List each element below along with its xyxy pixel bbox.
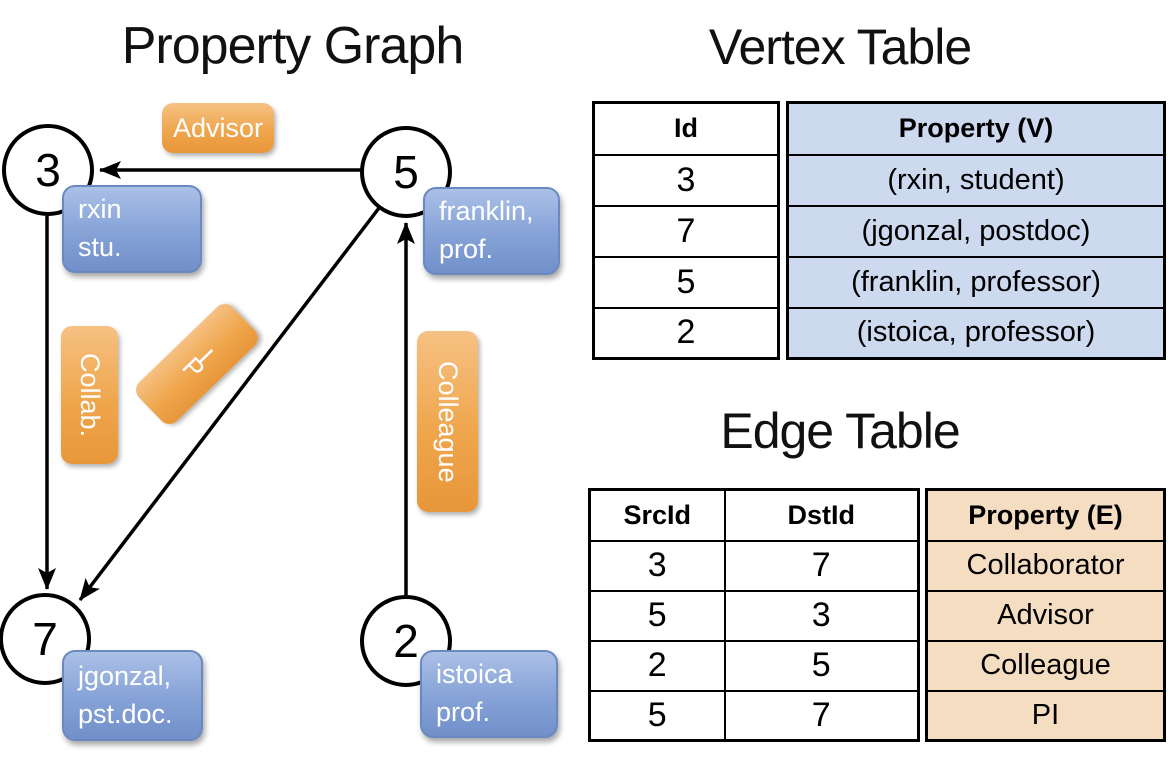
vertex-box-line: istoica	[436, 659, 513, 690]
vertex-table-property-column: Property (V) (rxin, student) (jgonzal, p…	[786, 101, 1166, 360]
table-row: Collaborator	[925, 539, 1166, 592]
edge-table-property-column: Property (E) Collaborator Advisor Collea…	[925, 488, 1166, 742]
edge-srcid-header: SrcId	[588, 488, 726, 542]
table-row: (rxin, student)	[786, 153, 1166, 207]
edge-property-cell: Advisor	[925, 589, 1166, 642]
table-row: Colleague	[925, 639, 1166, 692]
table-row: (jgonzal, postdoc)	[786, 204, 1166, 258]
vertex-box-line: rxin	[78, 194, 122, 225]
edge-dstid-cell: 7	[723, 689, 920, 742]
edge-srcid-cell: 5	[588, 689, 726, 742]
edge-label-advisor: Advisor	[162, 103, 274, 153]
vertex-property-box-7: jgonzal, pst.doc.	[62, 650, 203, 741]
edge-srcid-cell: 3	[588, 539, 726, 592]
edge-label-colleague: Colleague	[417, 331, 478, 512]
node-id-label: 2	[393, 615, 419, 667]
edge-label-collab: Collab.	[61, 326, 118, 464]
node-id-label: 5	[393, 146, 419, 198]
edge-dstid-cell: 5	[723, 639, 920, 692]
table-row: Advisor	[925, 589, 1166, 642]
vertex-id-cell: 7	[592, 204, 780, 258]
edge-dstid-header: DstId	[723, 488, 920, 542]
table-row: (istoica, professor)	[786, 306, 1166, 360]
vertex-box-line: stu.	[78, 232, 122, 262]
vertex-box-line: prof.	[436, 697, 491, 727]
table-row: 5	[592, 255, 780, 309]
property-graph-title: Property Graph	[121, 17, 465, 75]
table-row: 7	[592, 204, 780, 258]
edge-table-title: Edge Table	[720, 403, 960, 459]
table-row: 3	[592, 153, 780, 207]
edge-property-cell: Collaborator	[925, 539, 1166, 592]
edge-dstid-cell: 7	[723, 539, 920, 592]
edge-property-header: Property (E)	[925, 488, 1166, 542]
vertex-box-line: jgonzal,	[78, 660, 172, 691]
table-row: 3 7	[588, 539, 920, 592]
edge-property-cell: Colleague	[925, 639, 1166, 692]
vertex-id-cell: 5	[592, 255, 780, 309]
edge-srcid-cell: 5	[588, 589, 726, 642]
vertex-table: Id 3 7 5 2 Property (V) (rxin, student) …	[592, 101, 1166, 360]
vertex-id-cell: 2	[592, 306, 780, 360]
edge-label-text: Advisor	[172, 112, 264, 143]
edge-label-text: Collab.	[75, 352, 105, 438]
table-row: PI	[925, 689, 1166, 742]
edge-srcid-cell: 2	[588, 639, 726, 692]
graph-edges-layer	[38, 161, 415, 602]
node-id-label: 7	[32, 613, 58, 665]
edge-property-cell: PI	[925, 689, 1166, 742]
node-id-label: 3	[35, 144, 61, 196]
table-row: 2	[592, 306, 780, 360]
vertex-id-cell: 3	[592, 153, 780, 207]
vertex-table-title: Vertex Table	[708, 19, 972, 75]
vertex-property-cell: (rxin, student)	[786, 153, 1166, 207]
table-row: 5 3	[588, 589, 920, 642]
graph-node-5: 5	[360, 126, 452, 218]
vertex-box-line: franklin,	[439, 196, 534, 227]
vertex-property-header: Property (V)	[786, 101, 1166, 156]
vertex-property-box-2: istoica prof.	[420, 650, 558, 738]
edge-5-to-7	[78, 206, 381, 602]
vertex-property-cell: (istoica, professor)	[786, 306, 1166, 360]
vertex-id-header: Id	[592, 101, 780, 156]
table-row: 2 5	[588, 639, 920, 692]
vertex-property-box-3: rxin stu.	[62, 185, 202, 273]
vertex-property-cell: (franklin, professor)	[786, 255, 1166, 309]
vertex-table-id-column: Id 3 7 5 2	[592, 101, 780, 360]
vertex-box-line: pst.doc.	[78, 698, 173, 729]
vertex-property-cell: (jgonzal, postdoc)	[786, 204, 1166, 258]
table-row: (franklin, professor)	[786, 255, 1166, 309]
edge-table: SrcId DstId 3 7 5 3 2 5 5 7 Property (E)…	[588, 488, 1166, 742]
graph-node-2: 2	[360, 595, 452, 687]
edge-table-id-columns: SrcId DstId 3 7 5 3 2 5 5 7	[588, 488, 920, 742]
vertex-box-line: prof.	[439, 234, 494, 264]
edge-dstid-cell: 3	[723, 589, 920, 642]
table-row: 5 7	[588, 689, 920, 742]
edge-label-text: Colleague	[433, 360, 463, 483]
vertex-property-box-5: franklin, prof.	[423, 187, 560, 275]
